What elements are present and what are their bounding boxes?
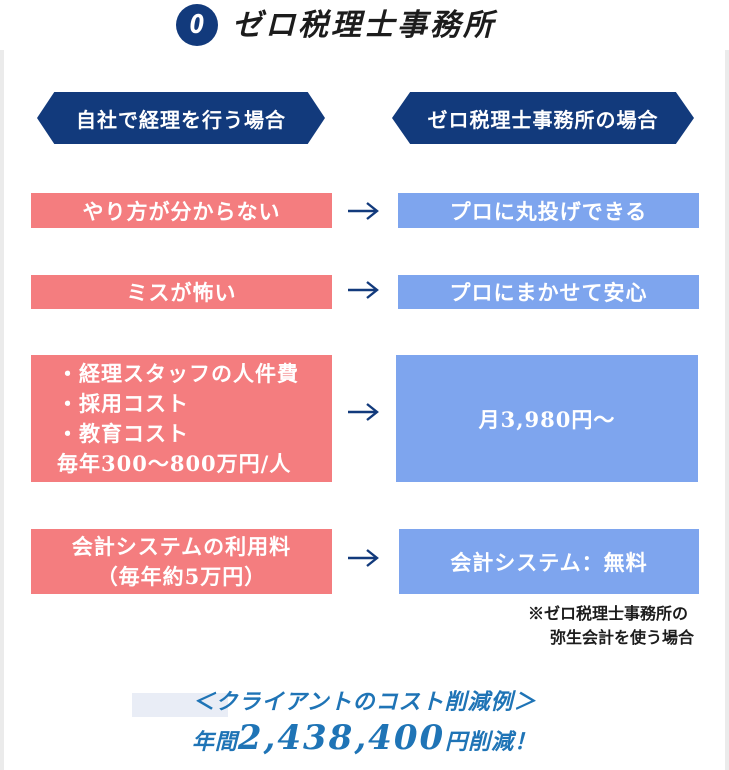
row-3-left: ・経理スタッフの人件費 ・採用コスト ・教育コスト 毎年300～800万円/人 <box>31 355 332 482</box>
cost-item: ・採用コスト <box>57 390 189 416</box>
logo-badge: 0 <box>176 4 218 46</box>
footnote-line-2: 弥生会計を使う場合 <box>549 628 694 647</box>
row-1-left: やり方が分からない <box>31 193 332 228</box>
cost-item: ・経理スタッフの人件費 <box>57 360 299 386</box>
savings-amount: 2,438,400 <box>237 718 446 758</box>
arrow-right-icon <box>348 202 379 220</box>
footnote: ※ゼロ税理士事務所の 弥生会計を使う場合 <box>528 602 694 650</box>
savings-suffix: 円削減！ <box>445 729 538 755</box>
savings-result: 年間2,438,400円削減！ <box>0 718 729 758</box>
example-heading: ＜クライアントのコスト削減例＞ <box>192 689 537 715</box>
left-column-heading: 自社で経理を行う場合 <box>37 92 325 144</box>
row-1-right: プロに丸投げできる <box>398 193 699 228</box>
row-4-left: 会計システムの利用料 （毎年約5万円） <box>31 529 332 594</box>
right-column-heading: ゼロ税理士事務所の場合 <box>392 92 694 144</box>
page-title: ゼロ税理士事務所 <box>232 8 496 43</box>
overlay-bar <box>132 693 228 717</box>
system-fee: 会計システムの利用料 <box>71 533 292 559</box>
row-2-left: ミスが怖い <box>31 275 332 309</box>
row-4-right: 会計システム：無料 <box>399 529 699 594</box>
footnote-line-1: ※ゼロ税理士事務所の <box>527 604 688 623</box>
arrow-right-icon <box>348 403 379 421</box>
row-3-right: 月3,980円～ <box>396 355 698 482</box>
header: 0 ゼロ税理士事務所 <box>0 0 729 50</box>
savings-prefix: 年間 <box>191 729 238 755</box>
arrow-right-icon <box>348 549 379 567</box>
system-fee-amount: （毎年約5万円） <box>96 563 267 589</box>
arrow-right-icon <box>348 281 379 299</box>
logo-glyph: 0 <box>189 10 205 40</box>
row-2-right: プロにまかせて安心 <box>398 275 699 309</box>
cost-total: 毎年300～800万円/人 <box>57 450 292 476</box>
cost-item: ・教育コスト <box>57 420 189 446</box>
